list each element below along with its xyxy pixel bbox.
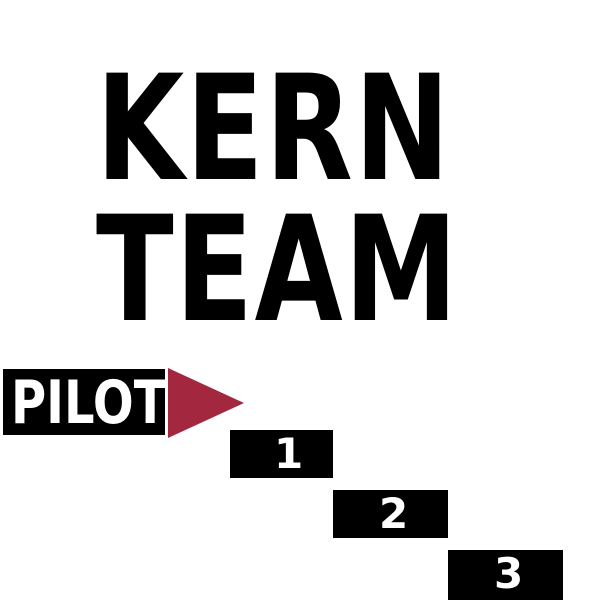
step-3-label: 3 [494,549,524,598]
step-1-block: 1 [230,430,333,478]
step-1-label: 1 [274,429,304,478]
right-triangle-arrow-icon [168,368,244,438]
pilot-badge: PILOT [0,366,168,438]
pilot-label: PILOT [11,368,167,438]
step-2-label: 2 [379,489,409,538]
title-team: TEAM [96,185,460,355]
step-2-block: 2 [333,490,448,538]
title-kern: KERN [96,44,452,214]
step-3-block: 3 [448,550,563,600]
